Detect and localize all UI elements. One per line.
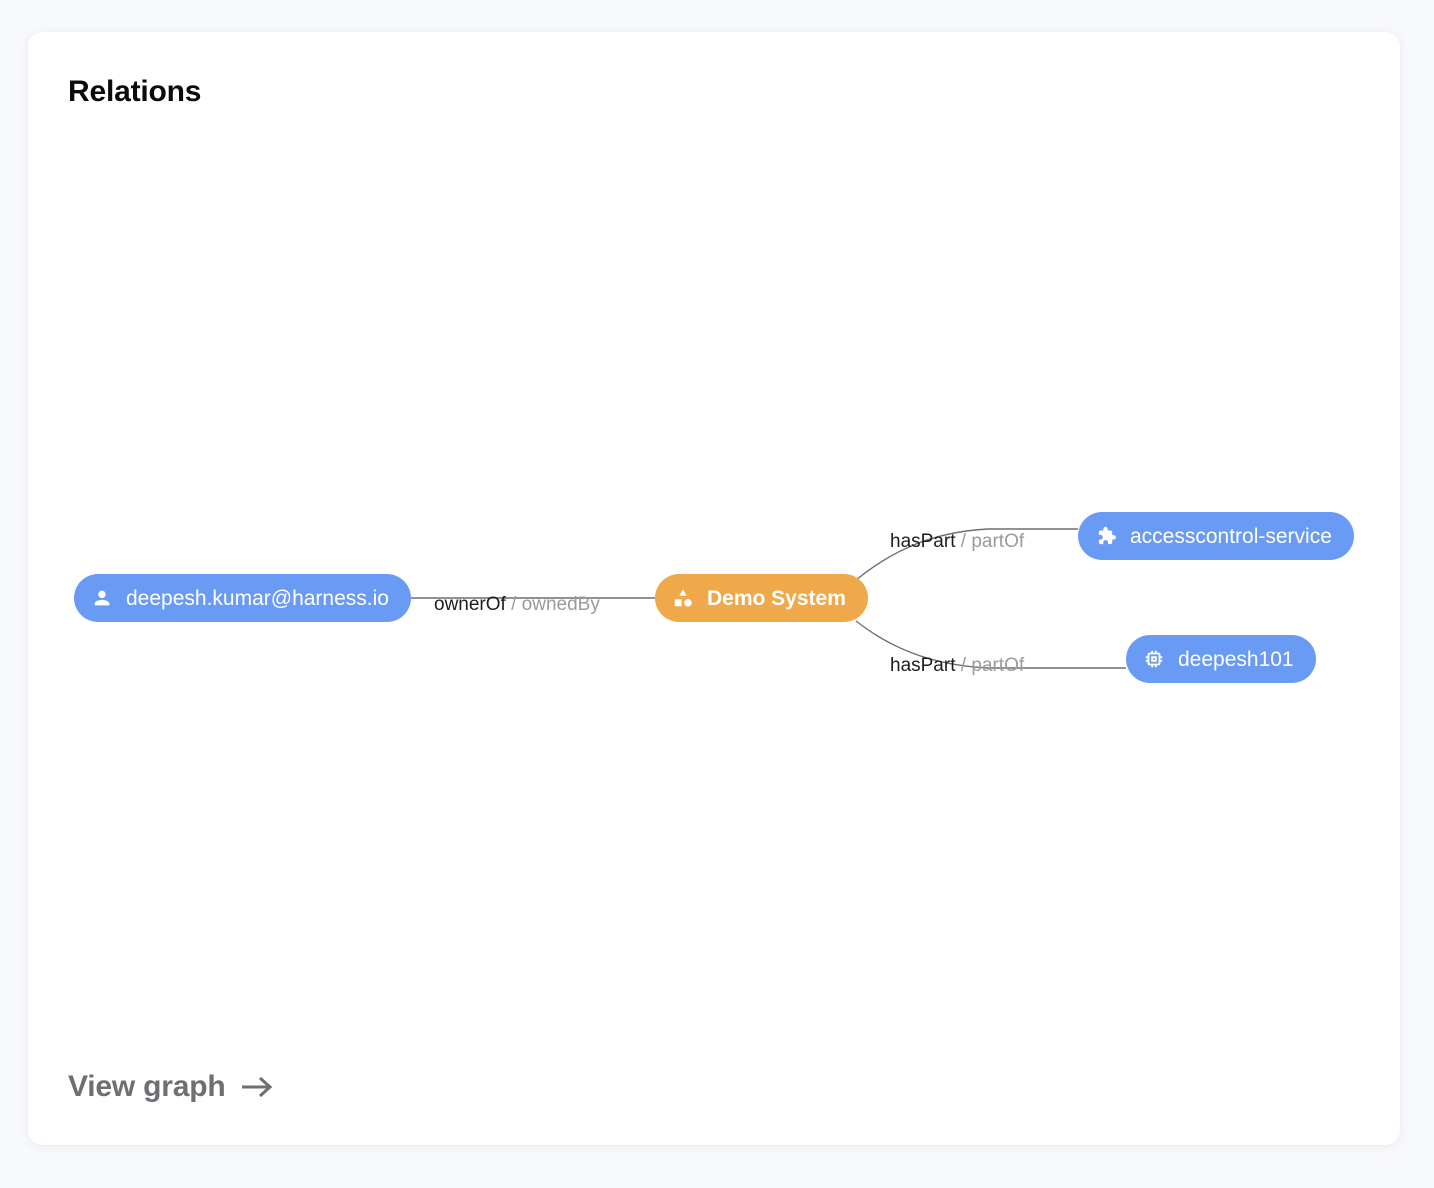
graph-node-system[interactable]: Demo System xyxy=(655,574,868,622)
edge-label-separator: / xyxy=(960,655,967,676)
edge-label-separator: / xyxy=(511,594,517,615)
graph-node-component[interactable]: deepesh101 xyxy=(1126,635,1316,683)
graph-node-system-label: Demo System xyxy=(707,586,846,610)
person-icon xyxy=(94,590,110,606)
edge-label-ownerof: ownerOf / ownedBy xyxy=(434,595,600,614)
relations-card: Relations deepesh.kumar@harness.io xyxy=(28,32,1400,1145)
edge-label-forward: ownerOf xyxy=(434,594,506,615)
edge-label-haspart-component: hasPart / partOf xyxy=(890,656,1024,675)
edge-label-reverse: ownedBy xyxy=(521,594,600,615)
edge-label-forward: hasPart xyxy=(890,655,956,676)
relations-graph[interactable]: deepesh.kumar@harness.io Demo System acc… xyxy=(28,32,1400,1145)
graph-node-user-label: deepesh.kumar@harness.io xyxy=(126,586,389,610)
edge-label-separator: / xyxy=(960,531,967,552)
graph-node-user[interactable]: deepesh.kumar@harness.io xyxy=(74,574,411,622)
graph-node-component-label: deepesh101 xyxy=(1178,647,1294,671)
edge-label-haspart-service: hasPart / partOf xyxy=(890,532,1024,551)
edge-label-reverse: partOf xyxy=(971,655,1025,676)
edge-label-reverse: partOf xyxy=(971,531,1025,552)
arrow-right-icon xyxy=(241,1076,272,1098)
puzzle-piece-icon xyxy=(1098,526,1116,545)
view-graph-label: View graph xyxy=(68,1070,226,1103)
page-title: Relations xyxy=(68,75,202,108)
memory-chip-icon xyxy=(1145,650,1163,668)
category-icon xyxy=(674,589,692,607)
view-graph-link[interactable]: View graph xyxy=(68,1070,274,1104)
graph-node-service[interactable]: accesscontrol-service xyxy=(1078,512,1354,560)
edge-label-forward: hasPart xyxy=(890,531,956,552)
graph-node-service-label: accesscontrol-service xyxy=(1130,524,1332,548)
